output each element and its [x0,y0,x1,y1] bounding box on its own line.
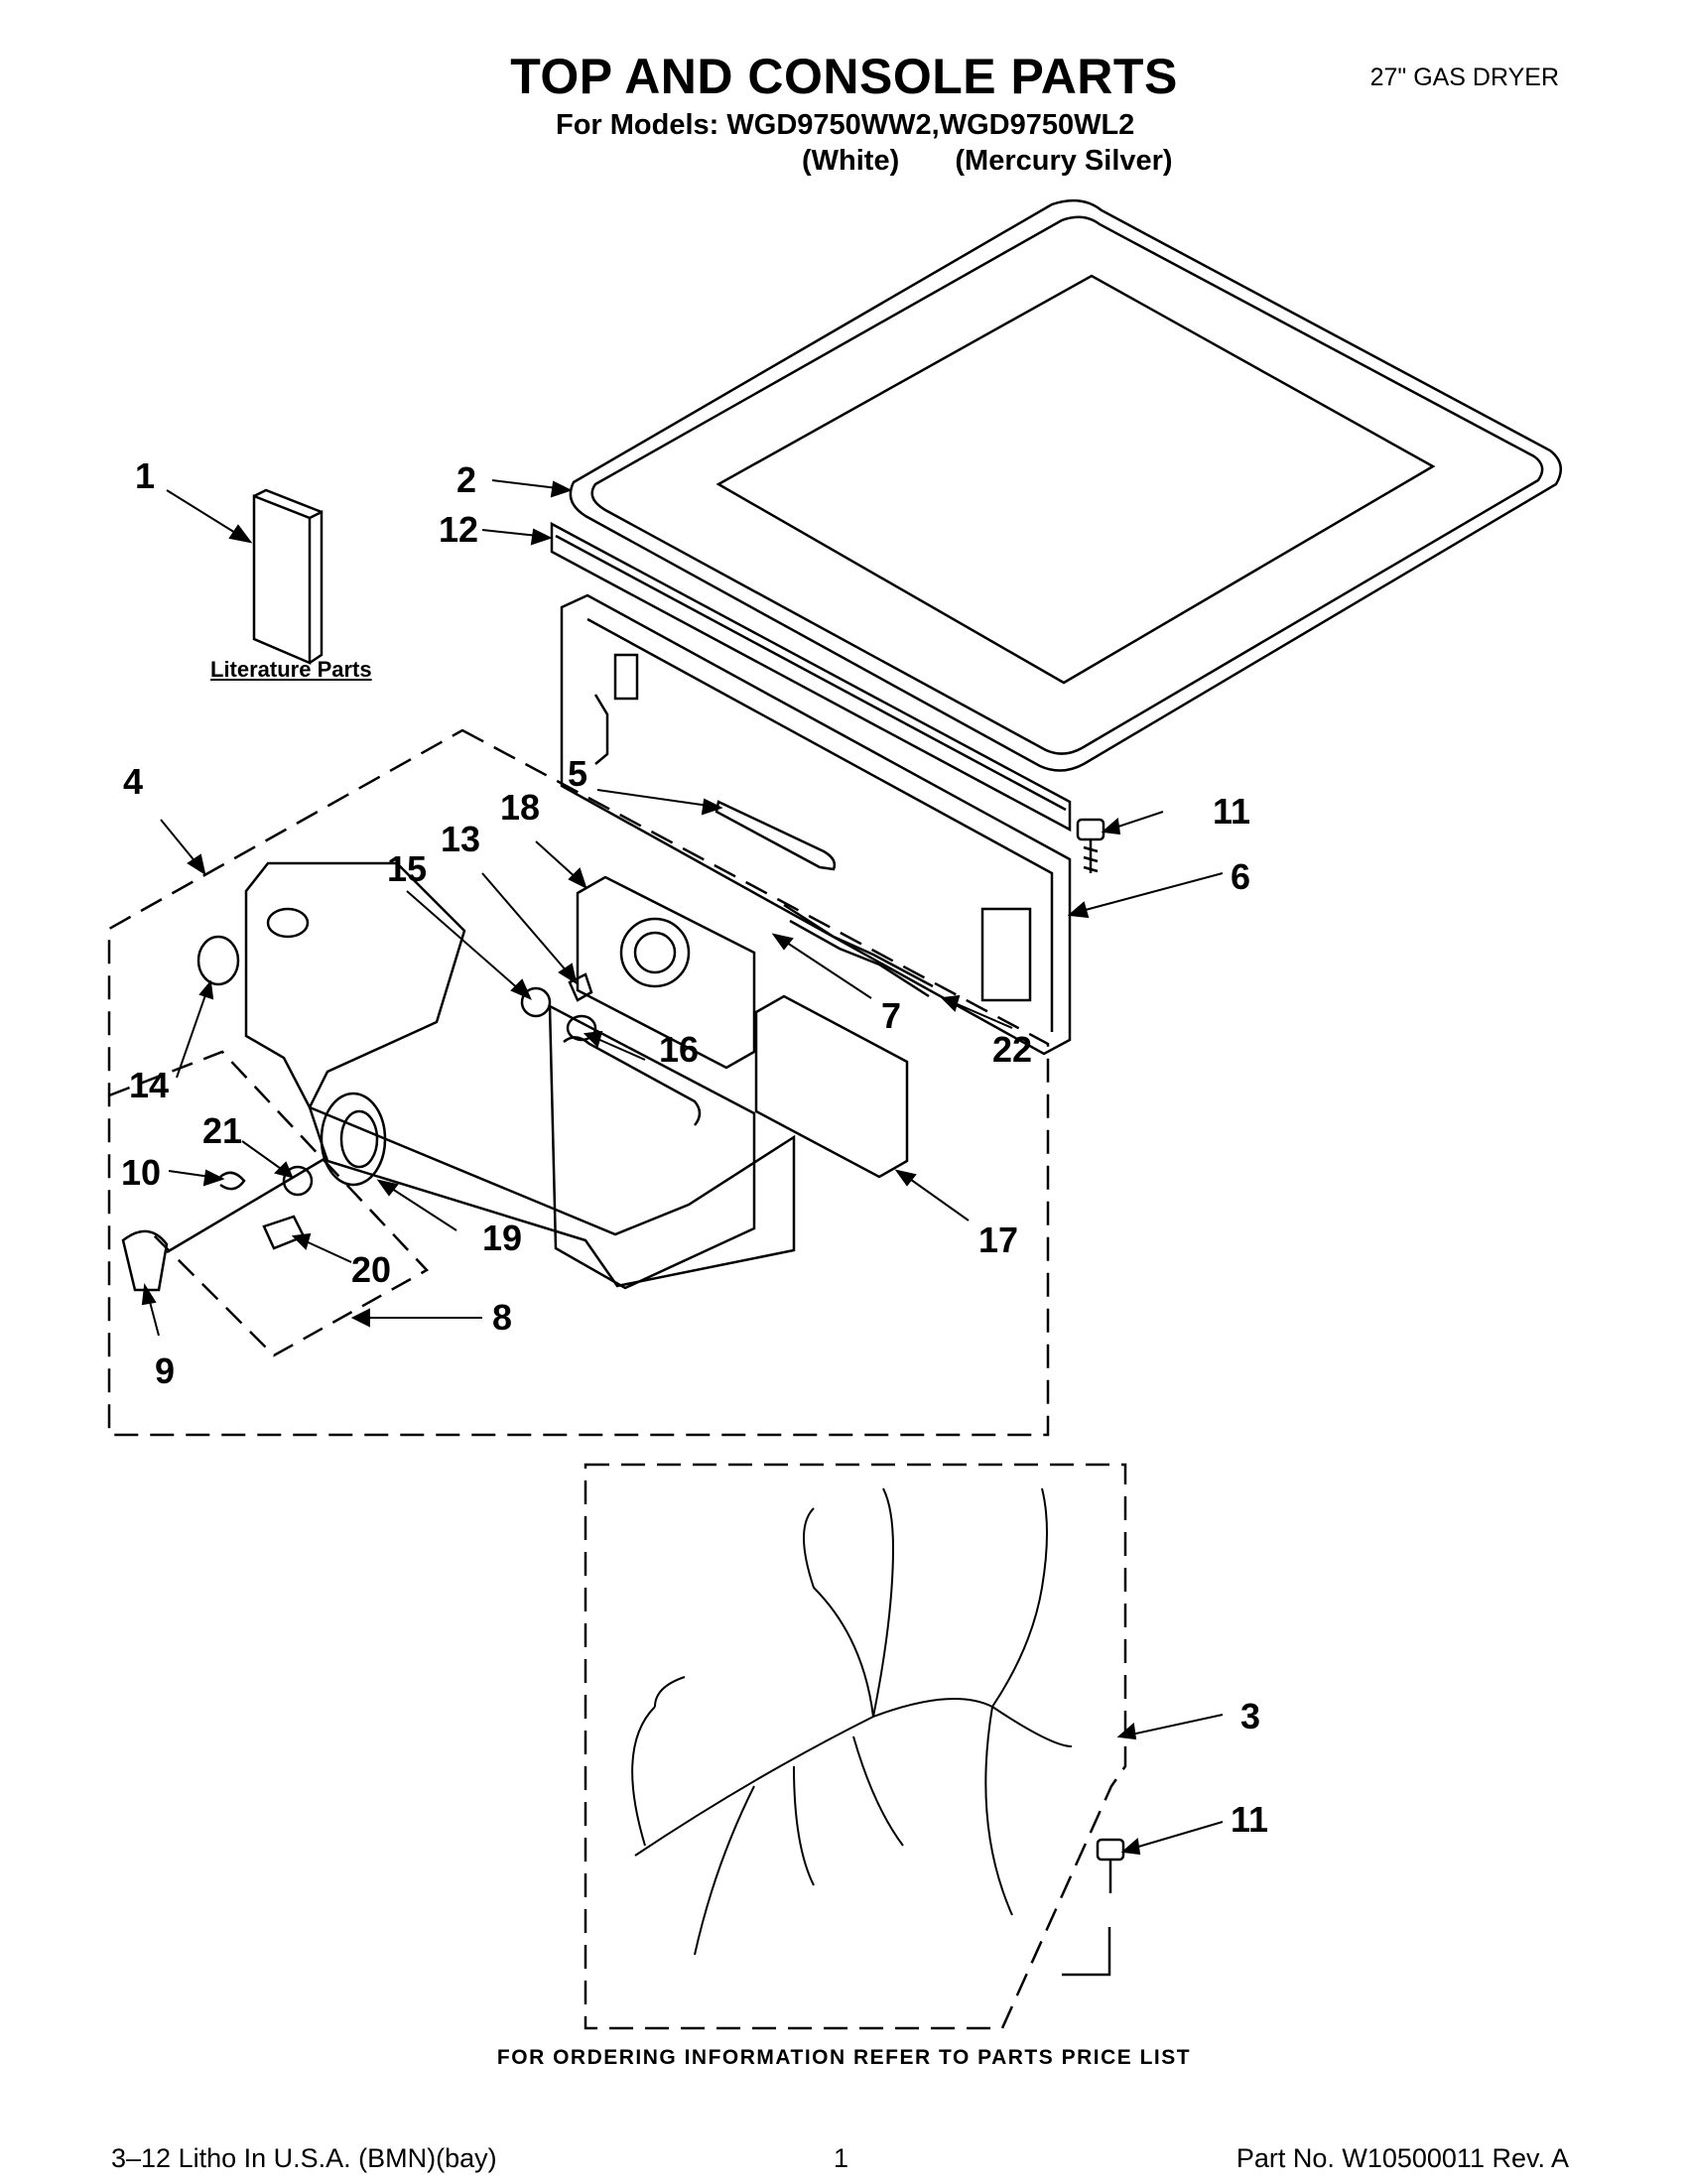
small-harness-drawing [783,903,934,988]
callout-11-lower: 11 [1231,1799,1269,1840]
callout-20: 20 [351,1249,392,1290]
callout-10: 10 [121,1152,162,1193]
callout-13: 13 [441,819,481,859]
knob-9-drawing [121,1229,169,1292]
console-bracket-drawing [560,593,1072,1056]
top-panel-drawing [569,198,1563,772]
callout-8: 8 [492,1297,513,1338]
callout-18: 18 [500,787,541,828]
footer-litho: 3–12 Litho In U.S.A. (BMN)(bay) [111,2143,497,2173]
callout-12: 12 [439,509,479,550]
page-title: TOP AND CONSOLE PARTS [510,49,1178,104]
variant-silver: (Mercury Silver) [955,145,1173,177]
ui-board-drawing [754,994,909,1179]
main-harness-outline [584,1463,1127,2030]
part-15-drawing [520,986,552,1018]
screw-upper-drawing [1076,818,1105,873]
part-13-drawing [568,972,593,1002]
page-number: 1 [834,2143,849,2173]
product-type: 27" GAS DRYER [1369,64,1559,91]
callout-14: 14 [129,1065,170,1105]
knob-assembly-outline [108,1050,430,1357]
front-strip-drawing [550,521,1072,833]
part-16-drawing [566,1014,597,1042]
console-body-drawing [244,861,796,1290]
callout-21: 21 [202,1110,243,1151]
callout-2: 2 [456,459,477,500]
o-ring-14-drawing [196,935,240,986]
control-board-drawing [576,875,756,1070]
screw-lower-drawing [1062,1838,1125,1977]
callout-3: 3 [1240,1696,1261,1736]
model-variants: (White) (Mercury Silver) [802,145,1173,178]
callout-17: 17 [978,1220,1019,1260]
main-wire-harness-drawing [631,1487,1073,1956]
variant-white: (White) [802,145,900,177]
callout-15: 15 [387,848,428,889]
literature-booklet-drawing [252,488,324,665]
console-assembly-outline [107,728,1050,1437]
knob-shaft-line [166,1155,328,1254]
literature-parts-label: Literature Parts [210,657,372,682]
ordering-note: FOR ORDERING INFORMATION REFER TO PARTS … [496,2046,1192,2069]
part-21-drawing [282,1165,314,1197]
callout-4: 4 [123,761,144,802]
callout-19: 19 [482,1218,523,1258]
models-line: For Models: WGD9750WW2,WGD9750WL2 [556,109,1135,141]
cable-tie-drawing [714,800,837,871]
encoder-ring-drawing [320,1092,387,1187]
spring-10-drawing [219,1171,246,1191]
callout-7: 7 [881,995,902,1036]
callout-22: 22 [992,1029,1033,1070]
part-20-drawing [262,1215,306,1250]
callout-5: 5 [568,753,588,794]
callout-6: 6 [1231,856,1251,897]
callout-9: 9 [155,1350,176,1391]
part-number: Part No. W10500011 Rev. A [1235,2143,1569,2173]
callout-1: 1 [135,455,156,496]
callout-11-upper: 11 [1213,791,1251,832]
callout-16: 16 [659,1029,700,1070]
